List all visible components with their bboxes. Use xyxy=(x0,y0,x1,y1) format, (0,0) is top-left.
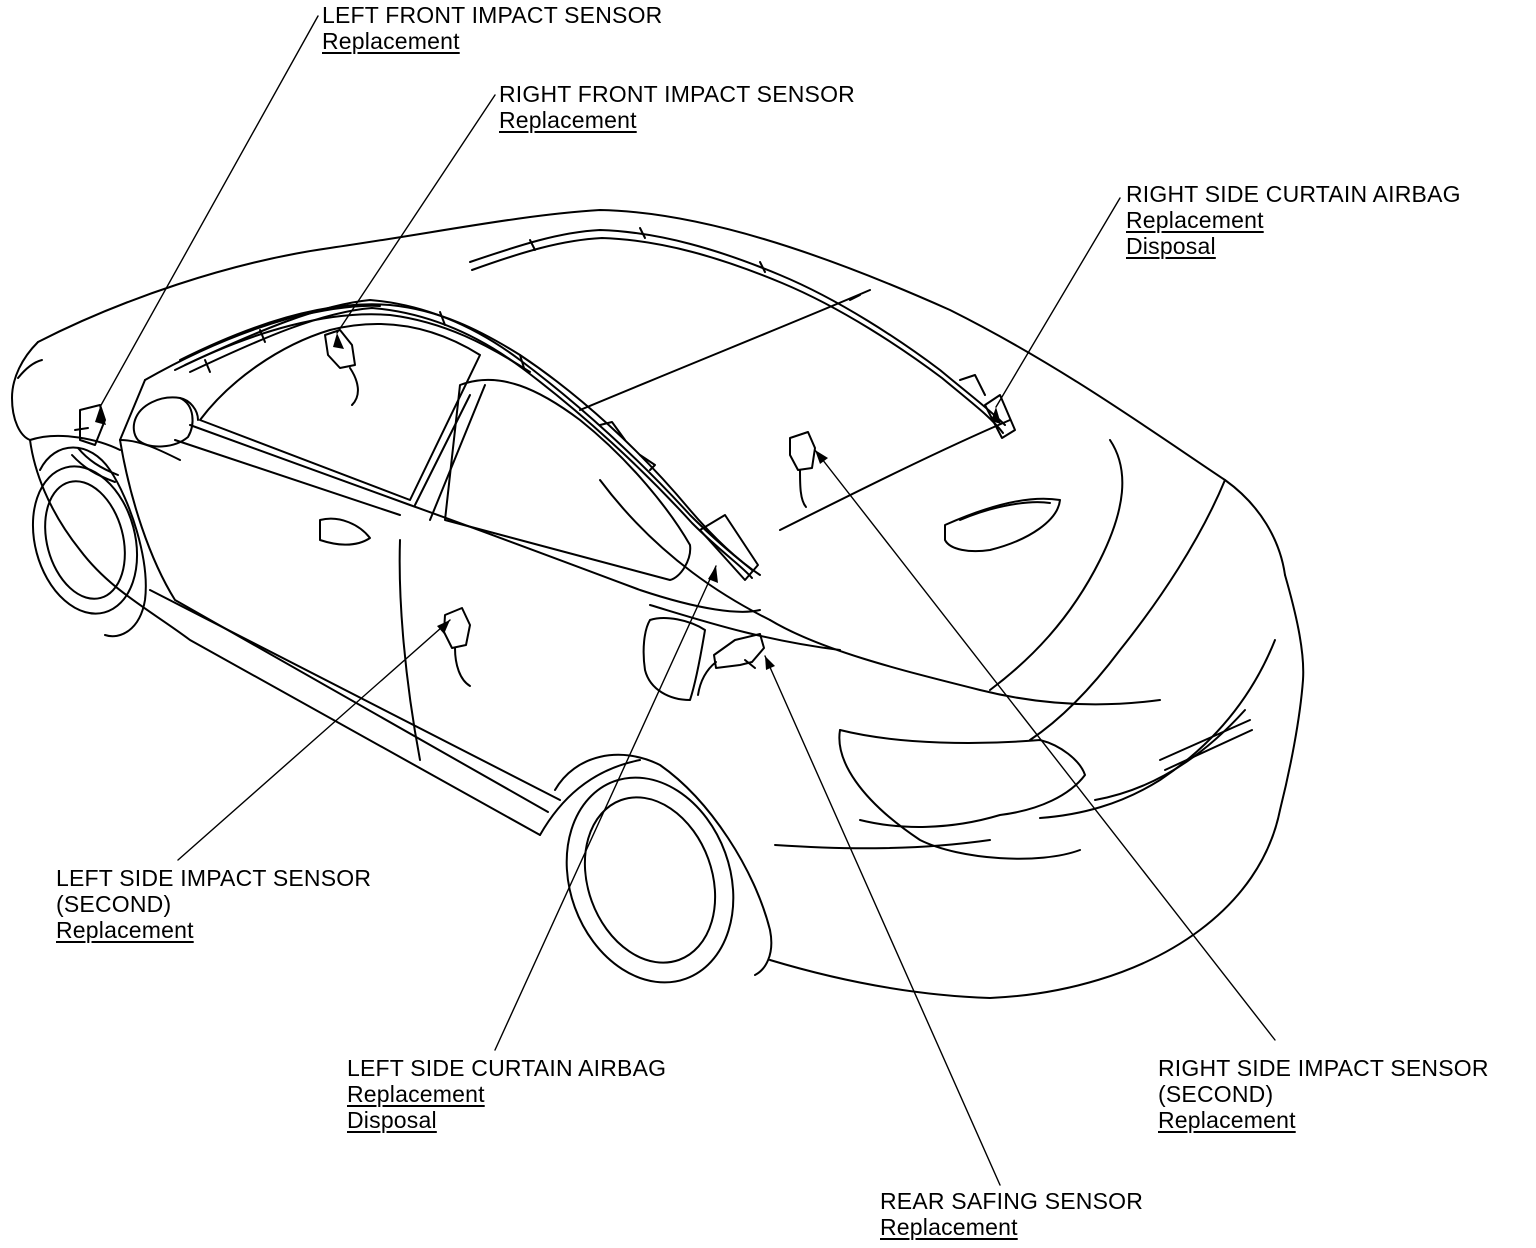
leader-left-front-impact xyxy=(99,15,319,408)
callout-subtitle: (SECOND) xyxy=(1158,1081,1274,1107)
callout-title: RIGHT SIDE IMPACT SENSOR xyxy=(1158,1055,1489,1081)
left-side-impact-sensor-icon xyxy=(443,607,471,687)
replacement-link[interactable]: Replacement xyxy=(880,1214,1018,1240)
side-mirror xyxy=(132,396,199,448)
disposal-link[interactable]: Disposal xyxy=(347,1107,437,1133)
leader-right-front-impact xyxy=(336,94,496,334)
leader-left-side-impact xyxy=(177,619,451,861)
disposal-link[interactable]: Disposal xyxy=(1126,233,1216,259)
callout-right-side-curtain-airbag: RIGHT SIDE CURTAIN AIRBAG Replacement Di… xyxy=(1126,181,1461,259)
callout-rear-safing-sensor: REAR SAFING SENSOR Replacement xyxy=(880,1188,1143,1240)
callout-title: LEFT SIDE CURTAIN AIRBAG xyxy=(347,1055,667,1081)
callout-title: LEFT FRONT IMPACT SENSOR xyxy=(322,2,663,28)
callout-left-front-impact-sensor: LEFT FRONT IMPACT SENSOR Replacement xyxy=(322,2,662,54)
leader-lines xyxy=(99,15,1276,1186)
leader-right-side-curtain xyxy=(995,197,1121,408)
callout-right-side-impact-sensor-second: RIGHT SIDE IMPACT SENSOR (SECOND) Replac… xyxy=(1158,1055,1489,1133)
right-side-curtain-airbag xyxy=(469,227,1016,439)
left-side-curtain-airbag xyxy=(184,299,759,581)
callout-left-side-impact-sensor-second: LEFT SIDE IMPACT SENSOR (SECOND) Replace… xyxy=(56,865,371,943)
callout-title: REAR SAFING SENSOR xyxy=(880,1188,1144,1214)
callout-left-side-curtain-airbag: LEFT SIDE CURTAIN AIRBAG Replacement Dis… xyxy=(347,1055,666,1133)
front-left-wheel xyxy=(31,446,147,638)
leader-left-side-curtain xyxy=(494,565,717,1051)
callout-title: LEFT SIDE IMPACT SENSOR xyxy=(56,865,372,891)
car-body xyxy=(11,209,1305,999)
left-front-impact-sensor-icon xyxy=(71,404,119,483)
replacement-link[interactable]: Replacement xyxy=(499,107,637,133)
leader-arrowheads xyxy=(95,333,1001,670)
leader-rear-safing xyxy=(764,655,1001,1186)
replacement-link[interactable]: Replacement xyxy=(322,28,460,54)
rear-safing-sensor-icon xyxy=(697,633,765,696)
replacement-link[interactable]: Replacement xyxy=(1126,207,1264,233)
callout-subtitle: (SECOND) xyxy=(56,891,172,917)
right-side-impact-sensor-icon xyxy=(789,431,816,508)
callout-right-front-impact-sensor: RIGHT FRONT IMPACT SENSOR Replacement xyxy=(499,81,855,133)
replacement-link[interactable]: Replacement xyxy=(347,1081,485,1107)
replacement-link[interactable]: Replacement xyxy=(1158,1107,1296,1133)
rear-left-wheel xyxy=(554,753,773,984)
right-front-impact-sensor-icon xyxy=(324,329,359,406)
replacement-link[interactable]: Replacement xyxy=(56,917,194,943)
callout-title: RIGHT SIDE CURTAIN AIRBAG xyxy=(1126,181,1461,207)
window-glass-outlines xyxy=(119,303,761,581)
callout-title: RIGHT FRONT IMPACT SENSOR xyxy=(499,81,855,107)
leader-right-side-impact xyxy=(814,449,1276,1041)
